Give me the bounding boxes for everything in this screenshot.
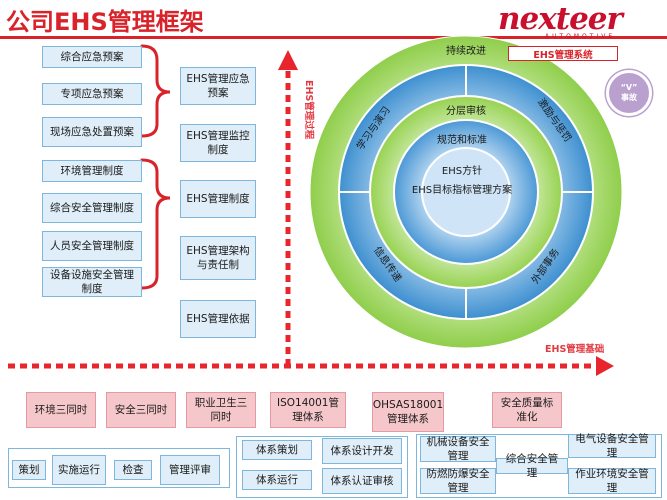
brand-logo: nexteer [498,1,623,37]
left-item: 设备设施安全管理制度 [42,267,142,297]
ehs-system-badge: EHS管理系统 [508,46,618,61]
ehs-ring-diagram [309,35,623,349]
left-item: 现场应急处置预案 [42,117,142,147]
left-item: 专项应急预案 [42,83,142,105]
foundation-item: 职业卫生三同时 [186,392,256,428]
ring-layer-review: 分层审核 [446,104,486,117]
pdca-item: 策划 [12,460,46,480]
safety-item: 电气设备安全管理 [568,433,656,459]
safety-item: 防燃防爆安全管理 [420,468,496,494]
bracket-group [140,44,171,290]
bracket-emergency [140,44,171,138]
system-item: 体系认证审核 [322,468,402,494]
middle-item: EHS管理依据 [180,300,256,338]
ring-core [421,147,511,237]
middle-item: EHS管理制度 [180,180,256,218]
title-divider [0,36,667,39]
safety-item: 机械设备安全管理 [420,436,496,462]
pdca-item: 管理评审 [160,455,220,485]
system-item: 体系设计开发 [322,438,402,464]
left-item: 人员安全管理制度 [42,231,142,261]
system-item: 体系策划 [242,440,312,460]
accident-badge-line1: “V” [620,83,638,92]
horizontal-axis-label: EHS管理基础 [545,343,605,355]
pdca-item: 检查 [114,460,152,480]
ring-policy: EHS方针 [442,164,482,177]
middle-item: EHS管理应急预案 [180,67,256,105]
middle-item: EHS管理监控制度 [180,124,256,162]
ring-goal: EHS目标指标管理方案 [412,183,512,196]
foundation-item: 环境三同时 [26,392,96,428]
system-item: 体系运行 [242,470,312,490]
foundation-item: ISO14001管理体系 [270,392,346,428]
ring-standard: 规范和标准 [437,133,487,146]
ehs-system-label: EHS管理系统 [533,49,593,61]
left-item: 环境管理制度 [42,160,142,182]
safety-item: 作业环境安全管理 [568,468,656,494]
foundation-item: OHSAS18001管理体系 [372,392,444,432]
ring-top-label: 持续改进 [446,44,486,57]
bracket-regulations [140,158,171,290]
page-title: 公司EHS管理框架 [6,8,204,36]
accident-badge-line2: 事故 [621,93,637,102]
left-item: 综合安全管理制度 [42,193,142,223]
brand-logo-subtitle: AUTOMOTIVE [545,33,616,40]
left-item: 综合应急预案 [42,46,142,68]
vertical-axis-label: EHS管理过程 [303,80,315,140]
foundation-item: 安全质量标准化 [492,392,562,428]
safety-item: 综合安全管理 [496,453,568,479]
vertical-axis-arrow [278,50,298,366]
middle-item: EHS管理架构与责任制 [180,236,256,280]
pdca-item: 实施运行 [52,455,106,485]
horizontal-axis-arrow [8,356,614,376]
foundation-item: 安全三同时 [106,392,176,428]
accident-badge: “V” 事故 [606,70,652,116]
